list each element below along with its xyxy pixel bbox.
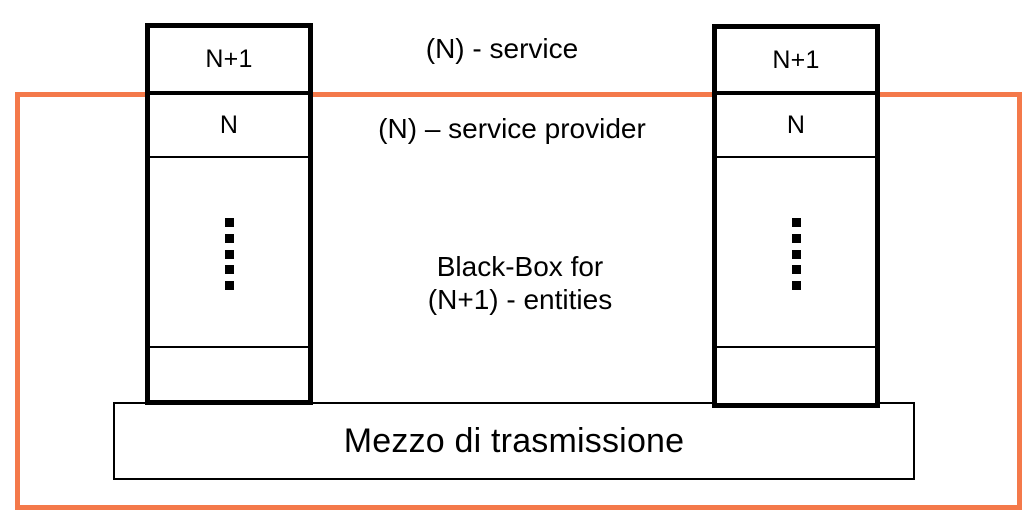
right-stack-vertical-ellipsis-icon — [717, 218, 875, 290]
right-layer-n-label: N — [786, 111, 806, 139]
left-stack-vertical-ellipsis-icon — [150, 218, 308, 290]
annotation-n-service: (N) - service — [425, 33, 579, 64]
left-layer-n: N — [150, 95, 308, 158]
right-layer-n: N — [717, 95, 875, 158]
annotation-black-box-for-entities: Black-Box for (N+1) - entities — [427, 251, 613, 316]
left-protocol-stack: N+1 N — [145, 23, 313, 405]
left-layer-bottom — [150, 348, 308, 400]
right-layer-n-plus-1-label: N+1 — [772, 45, 820, 74]
right-layer-bottom — [717, 348, 875, 403]
service-provider-scope-rectangle — [15, 92, 1022, 510]
left-layer-intermediate — [150, 158, 308, 348]
annotation-n-service-provider: (N) – service provider — [378, 113, 646, 144]
left-layer-n-label: N — [219, 111, 239, 139]
right-layer-n-plus-1: N+1 — [717, 29, 875, 95]
transmission-medium-label: Mezzo di trasmissione — [343, 422, 685, 460]
right-layer-intermediate — [717, 158, 875, 348]
left-layer-n-plus-1-label: N+1 — [205, 45, 253, 73]
right-protocol-stack: N+1 N — [712, 24, 880, 408]
left-layer-n-plus-1: N+1 — [150, 28, 308, 95]
transmission-medium-box: Mezzo di trasmissione — [113, 402, 915, 480]
